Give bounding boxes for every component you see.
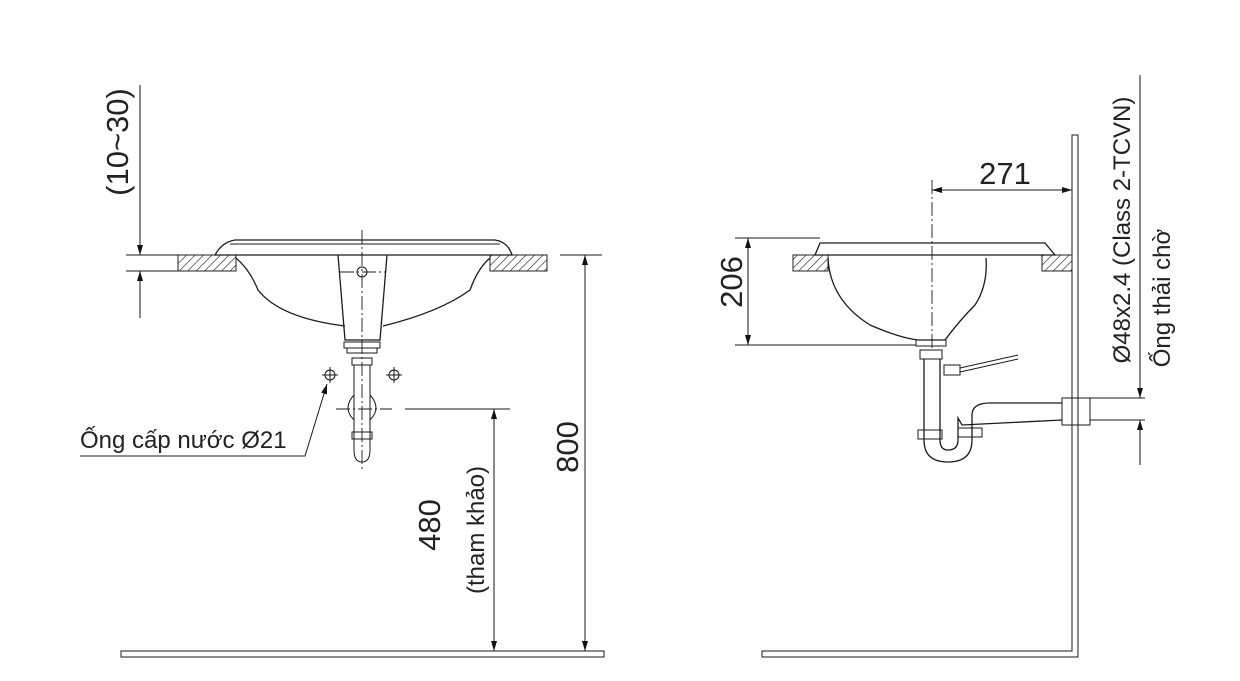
countertop-right bbox=[1041, 254, 1073, 272]
supply-pipe-label: Ống cấp nước Ø21 bbox=[80, 426, 287, 454]
countertop-left bbox=[177, 254, 237, 272]
countertop-right bbox=[489, 254, 548, 272]
basin-bowl bbox=[235, 257, 346, 327]
basin-rim bbox=[213, 239, 513, 256]
gap-dimension: (10~30) bbox=[100, 88, 135, 196]
basin-depth-dimension: 206 bbox=[714, 256, 749, 308]
countertop-left bbox=[792, 254, 829, 272]
drain-label: Ống thải chờ bbox=[1148, 229, 1176, 368]
p-trap bbox=[923, 359, 1063, 463]
front-view: (10~30) 800 480 (tham khảo) Ống cấp nước… bbox=[80, 85, 605, 658]
floor-line bbox=[120, 650, 605, 658]
side-view: 271 206 Ø48x2.4 (Class 2-TCVN) Ống thải … bbox=[714, 75, 1176, 658]
drain-spec: Ø48x2.4 (Class 2-TCVN) bbox=[1109, 97, 1136, 364]
height-dimension: 800 bbox=[550, 421, 585, 473]
supply-height-dimension: 480 bbox=[412, 499, 447, 551]
drain-stem bbox=[337, 254, 388, 341]
basin-bowl bbox=[827, 257, 987, 341]
wall bbox=[761, 134, 1079, 658]
supply-height-note: (tham khảo) bbox=[463, 466, 490, 594]
basin-rim bbox=[814, 242, 1057, 256]
wall-offset-dimension: 271 bbox=[979, 156, 1031, 191]
